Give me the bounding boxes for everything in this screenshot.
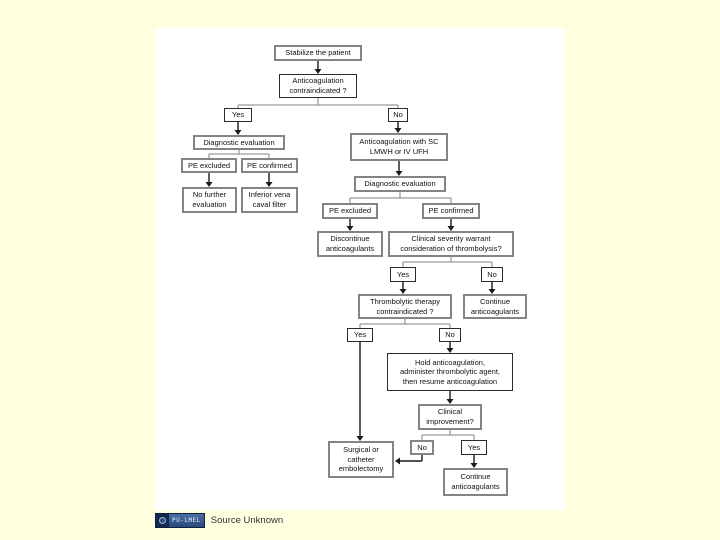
flow-node-yes2: Yes: [390, 267, 416, 282]
flow-node-cont-mid: Continue anticoagulants: [463, 294, 527, 319]
flow-node-pe-conf-l: PE confirmed: [241, 158, 298, 173]
slide-footer: PU-LMEL Source Unknown: [155, 512, 283, 528]
flow-node-pe-excl-l: PE excluded: [181, 158, 237, 173]
flow-node-surgical: Surgical or catheter embolectomy: [328, 441, 394, 478]
flow-node-severity-q: Clinical severity warrant consideration …: [388, 231, 514, 257]
flow-node-no4: No: [410, 440, 434, 455]
flow-node-no-further: No further evaluation: [182, 187, 237, 213]
flow-node-no2: No: [481, 267, 503, 282]
flow-node-pe-conf-r: PE confirmed: [422, 203, 480, 219]
flow-node-clin-improve: Clinical improvement?: [418, 404, 482, 430]
flow-node-hold: Hold anticoagulation, administer thrombo…: [387, 353, 513, 391]
flow-node-yes1: Yes: [224, 108, 252, 122]
flow-node-yes3: Yes: [347, 328, 373, 342]
flowchart-panel: [155, 28, 565, 510]
flow-node-yes4: Yes: [461, 440, 487, 455]
flow-node-stabilize: Stabilize the patient: [274, 45, 362, 61]
flow-node-cont-bot: Continue anticoagulants: [443, 468, 508, 496]
flow-node-discontinue: Discontinue anticoagulants: [317, 231, 383, 257]
source-attribution-label: Source Unknown: [210, 514, 284, 526]
logo-badge-label: PU-LMEL: [169, 513, 204, 527]
logo-badge-icon: [156, 513, 169, 527]
flow-node-anticoag-tx: Anticoagulation with SC LMWH or IV UFH: [350, 133, 448, 161]
flow-node-pe-excl-r: PE excluded: [322, 203, 378, 219]
flow-node-anticoag-q: Anticoagulation contraindicated ?: [279, 74, 357, 98]
logo-badge-emblem: [159, 516, 166, 524]
flow-node-diag-left: Diagnostic evaluation: [193, 135, 285, 150]
flow-node-no1: No: [388, 108, 408, 122]
flow-node-ivc-filter: Inferior vena caval filter: [241, 187, 298, 213]
flow-node-thrombo-q: Thrombolytic therapy contraindicated ?: [358, 294, 452, 319]
flow-node-no3: No: [439, 328, 461, 342]
logo-badge: PU-LMEL: [155, 512, 205, 528]
flow-node-diag-right: Diagnostic evaluation: [354, 176, 446, 192]
